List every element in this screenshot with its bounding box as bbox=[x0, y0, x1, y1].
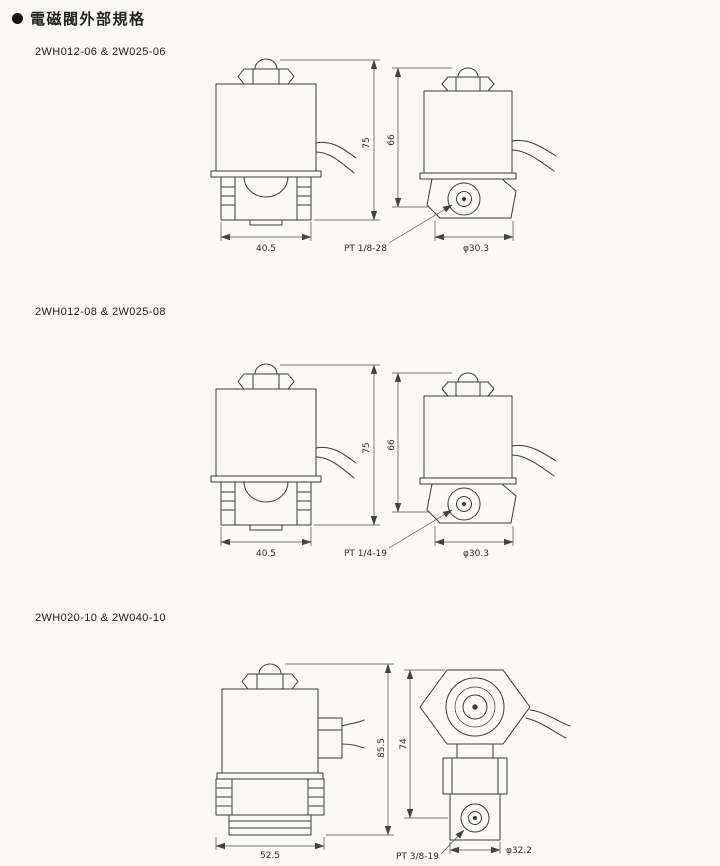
dim-height-overall: 75 bbox=[362, 137, 372, 148]
dimension-lines bbox=[220, 59, 514, 244]
dim-width: 40.5 bbox=[256, 244, 276, 254]
dim-height-body: 74 bbox=[399, 738, 409, 750]
valve-drawing-pair-1: 75 66 40.5 PT 1/8-28 φ30.3 bbox=[210, 58, 557, 254]
dim-diameter: φ32.2 bbox=[506, 846, 532, 856]
dim-height-body: 66 bbox=[387, 439, 397, 451]
dimension-lines bbox=[220, 364, 514, 549]
dim-port-thread: PT 3/8-19 bbox=[396, 852, 439, 862]
page-title-row: 電磁閥外部規格 bbox=[12, 8, 146, 29]
dim-width: 40.5 bbox=[256, 549, 276, 559]
dim-diameter: φ30.3 bbox=[463, 549, 489, 559]
dim-port-thread: PT 1/4-19 bbox=[344, 549, 387, 559]
bullet-icon bbox=[12, 13, 23, 24]
dim-height-overall: 85.5 bbox=[377, 738, 387, 758]
model-label-3: 2WH020-10 & 2W040-10 bbox=[35, 612, 166, 624]
top-and-port-view-drawing bbox=[419, 669, 571, 841]
model-label-1: 2WH012-06 & 2W025-06 bbox=[35, 46, 166, 58]
valve-drawing-pair-3: 85.5 74 52.5 PT 3/8-19 φ32.2 bbox=[215, 663, 571, 862]
front-view-drawing bbox=[210, 363, 357, 531]
side-view-drawing bbox=[419, 67, 557, 219]
page-title: 電磁閥外部規格 bbox=[30, 11, 146, 28]
dimension-lines bbox=[215, 663, 501, 855]
side-view-drawing bbox=[419, 372, 557, 524]
dim-height-body: 66 bbox=[387, 134, 397, 146]
front-view-drawing bbox=[210, 58, 357, 226]
dimension-labels: 85.5 74 52.5 PT 3/8-19 φ32.2 bbox=[260, 738, 532, 862]
dimension-labels: 75 66 40.5 PT 1/8-28 φ30.3 bbox=[256, 134, 489, 254]
dim-height-overall: 75 bbox=[362, 442, 372, 453]
dim-diameter: φ30.3 bbox=[463, 244, 489, 254]
dim-width: 52.5 bbox=[260, 851, 280, 861]
side-view-with-connector-drawing bbox=[215, 663, 365, 836]
dimension-labels: 75 66 40.5 PT 1/4-19 φ30.3 bbox=[256, 439, 489, 559]
model-label-2: 2WH012-08 & 2W025-08 bbox=[35, 306, 166, 318]
dim-port-thread: PT 1/8-28 bbox=[344, 244, 387, 254]
valve-drawing-pair-2: 75 66 40.5 PT 1/4-19 φ30.3 bbox=[210, 363, 557, 559]
